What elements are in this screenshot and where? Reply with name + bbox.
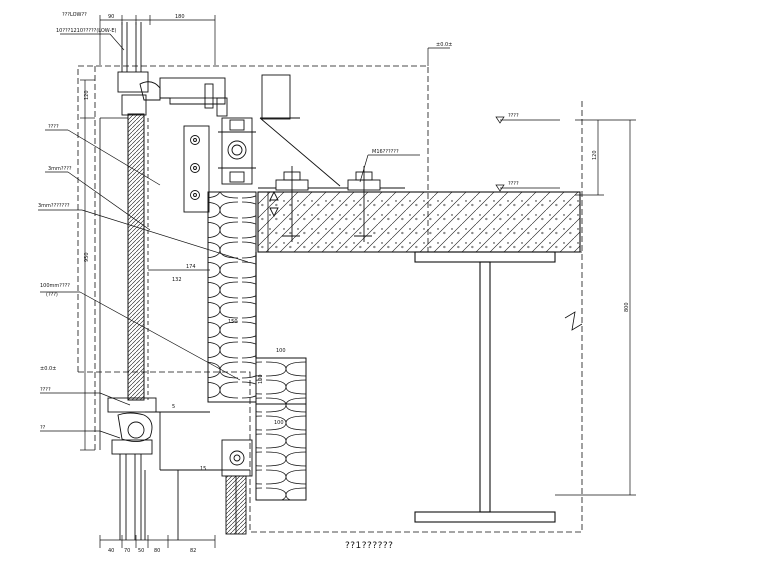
dim-left-b: 950 (84, 252, 90, 262)
dim-ins-a: 100 (258, 374, 264, 384)
lower-glass-unit (119, 454, 179, 540)
note-insulation: 100mm???? (40, 283, 70, 289)
dim-bottom-2: 70 (124, 548, 130, 554)
note-sheet-1: 3mm???? (48, 166, 72, 172)
dimension-left (80, 79, 95, 451)
dimension-values: 90 180 120 950 120 800 174 132 150 100 1… (84, 14, 630, 554)
dimension-top (99, 15, 216, 65)
leader-lines (38, 33, 560, 439)
top-transom (159, 74, 291, 120)
dim-bottom-3: 50 (138, 548, 144, 554)
dimension-right (555, 119, 636, 496)
note-bolt: M16?????? (372, 149, 399, 155)
dim-ins-b: 100 (274, 420, 284, 426)
dim-bottom-4: 80 (154, 548, 160, 554)
connection-bracket (183, 117, 256, 213)
note-sill-1: ???? (40, 387, 51, 393)
note-head-top: ???LOW?? (62, 12, 87, 18)
dim-bottom-1: 40 (108, 548, 114, 554)
note-sheet-2: 3mm??????? (38, 203, 70, 209)
note-floor-2: ???? (508, 181, 519, 187)
dim-small-b: 15 (200, 466, 206, 472)
note-sill-2: ?? (40, 425, 46, 431)
upper-glass-unit (117, 22, 161, 116)
note-floor-1: ???? (508, 113, 519, 119)
dim-bottom-6: 100 (276, 348, 286, 354)
dim-left-a: 120 (84, 90, 90, 100)
note-insulation-sub: (???) (46, 292, 58, 298)
steel-i-beam (414, 251, 556, 523)
dim-mid-c: 150 (228, 319, 238, 325)
slab-anchors (259, 117, 381, 242)
annotations: ???LOW?? 10???1210?????(LOW-E) ???? 3mm?… (38, 12, 519, 551)
level-top: ±0.0± (436, 42, 452, 48)
dim-right-a: 120 (592, 150, 598, 160)
dim-small-a: 5 (172, 404, 175, 410)
level-left: ±0.0± (40, 366, 56, 372)
dimension-bottom (99, 535, 216, 548)
lower-bracket (221, 439, 253, 535)
lower-sill-frame (107, 397, 250, 471)
stone-panel (127, 113, 149, 401)
dim-top-a: 90 (108, 14, 114, 20)
dim-right-b: 800 (624, 302, 630, 312)
drawing-caption: ??1?????? (345, 541, 393, 551)
concrete-slab (257, 187, 581, 253)
dim-mid-b: 132 (172, 277, 182, 283)
dim-bottom-5: 82 (190, 548, 196, 554)
drawing-geometry (38, 15, 636, 548)
note-panel: ???? (48, 124, 59, 130)
dim-top-b: 180 (175, 14, 185, 20)
detail-boundary-lines (77, 65, 583, 533)
infill-panel (99, 117, 210, 450)
note-head-bottom: 10???1210?????(LOW-E) (56, 28, 117, 34)
dim-mid-a: 174 (186, 264, 196, 270)
